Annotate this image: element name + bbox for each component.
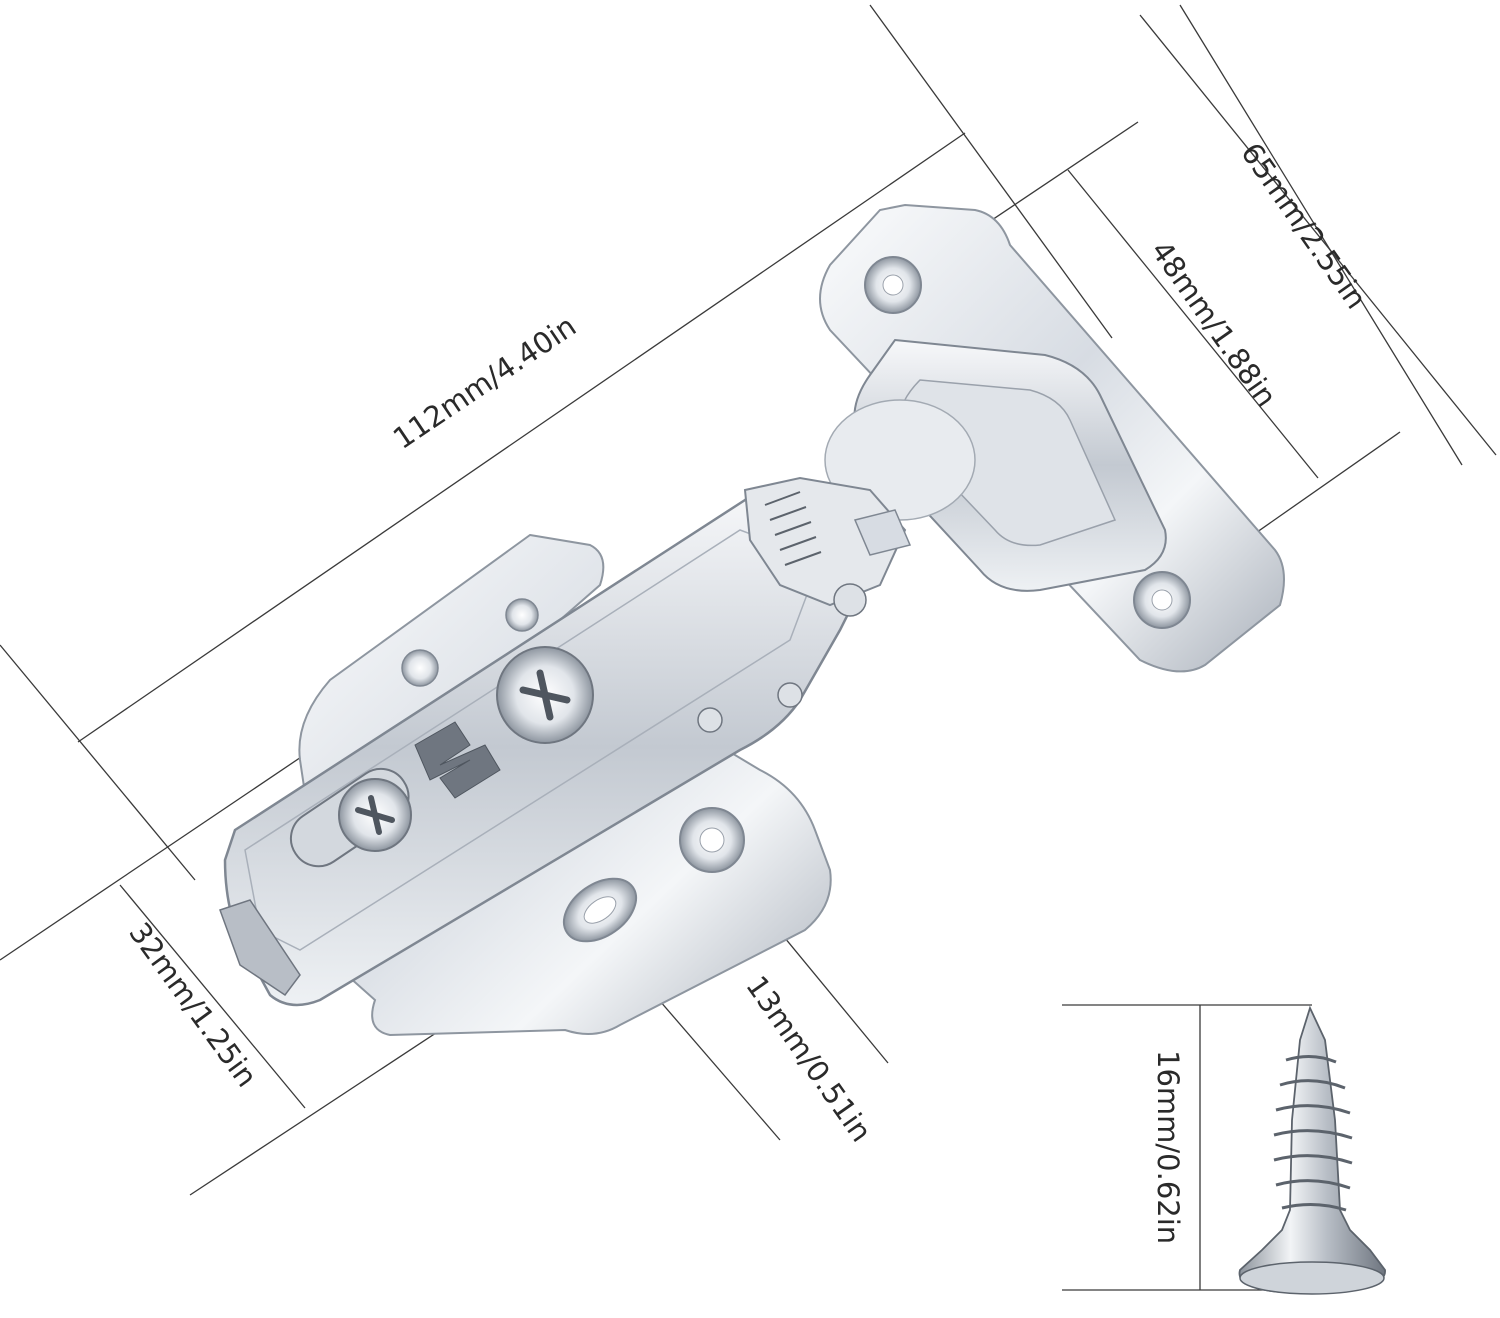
ext-line-top: [869, 4, 1113, 339]
base-plate-hole-round-center: [699, 827, 725, 853]
door-plate-hole-bottom-center: [1151, 589, 1173, 611]
dim-line-32: [119, 884, 306, 1109]
cross-recess-icon: [519, 669, 571, 721]
dim-line-48: [1067, 169, 1319, 479]
label-48mm: 48mm/1.88in: [1144, 235, 1283, 414]
label-16mm: 16mm/0.62in: [1151, 1050, 1185, 1244]
cross-recess-icon-2: [355, 795, 395, 835]
screw-head: [1239, 1261, 1385, 1295]
label-112mm: 112mm/4.40in: [387, 309, 582, 456]
knuckle-tab: [853, 509, 912, 556]
screw-illustration: [1238, 1005, 1386, 1295]
rivet-5: [505, 598, 539, 632]
rivet-2: [697, 707, 723, 733]
hinge-knuckle: [743, 476, 907, 607]
label-65mm: 65mm/2.55in: [1234, 137, 1373, 316]
ext-line-left: [0, 644, 196, 881]
z-cutout: [414, 721, 501, 799]
hinge-illustration: [219, 203, 1285, 1037]
screw-threads: [1273, 1055, 1353, 1212]
spring-coils: [764, 491, 822, 566]
screw-body: [1238, 1005, 1386, 1293]
label-13mm: 13mm/0.51in: [739, 970, 878, 1149]
door-plate-hole-top-center: [882, 274, 904, 296]
rivet-3: [777, 682, 803, 708]
arm-end-clip: [219, 899, 301, 997]
ext-line-65: [1139, 14, 1497, 456]
dim-line-112: [77, 132, 966, 743]
base-plate-slot-center: [583, 896, 617, 924]
rivet-4: [401, 649, 439, 687]
rivet-1: [833, 583, 867, 617]
dim-line-65: [1179, 4, 1463, 466]
